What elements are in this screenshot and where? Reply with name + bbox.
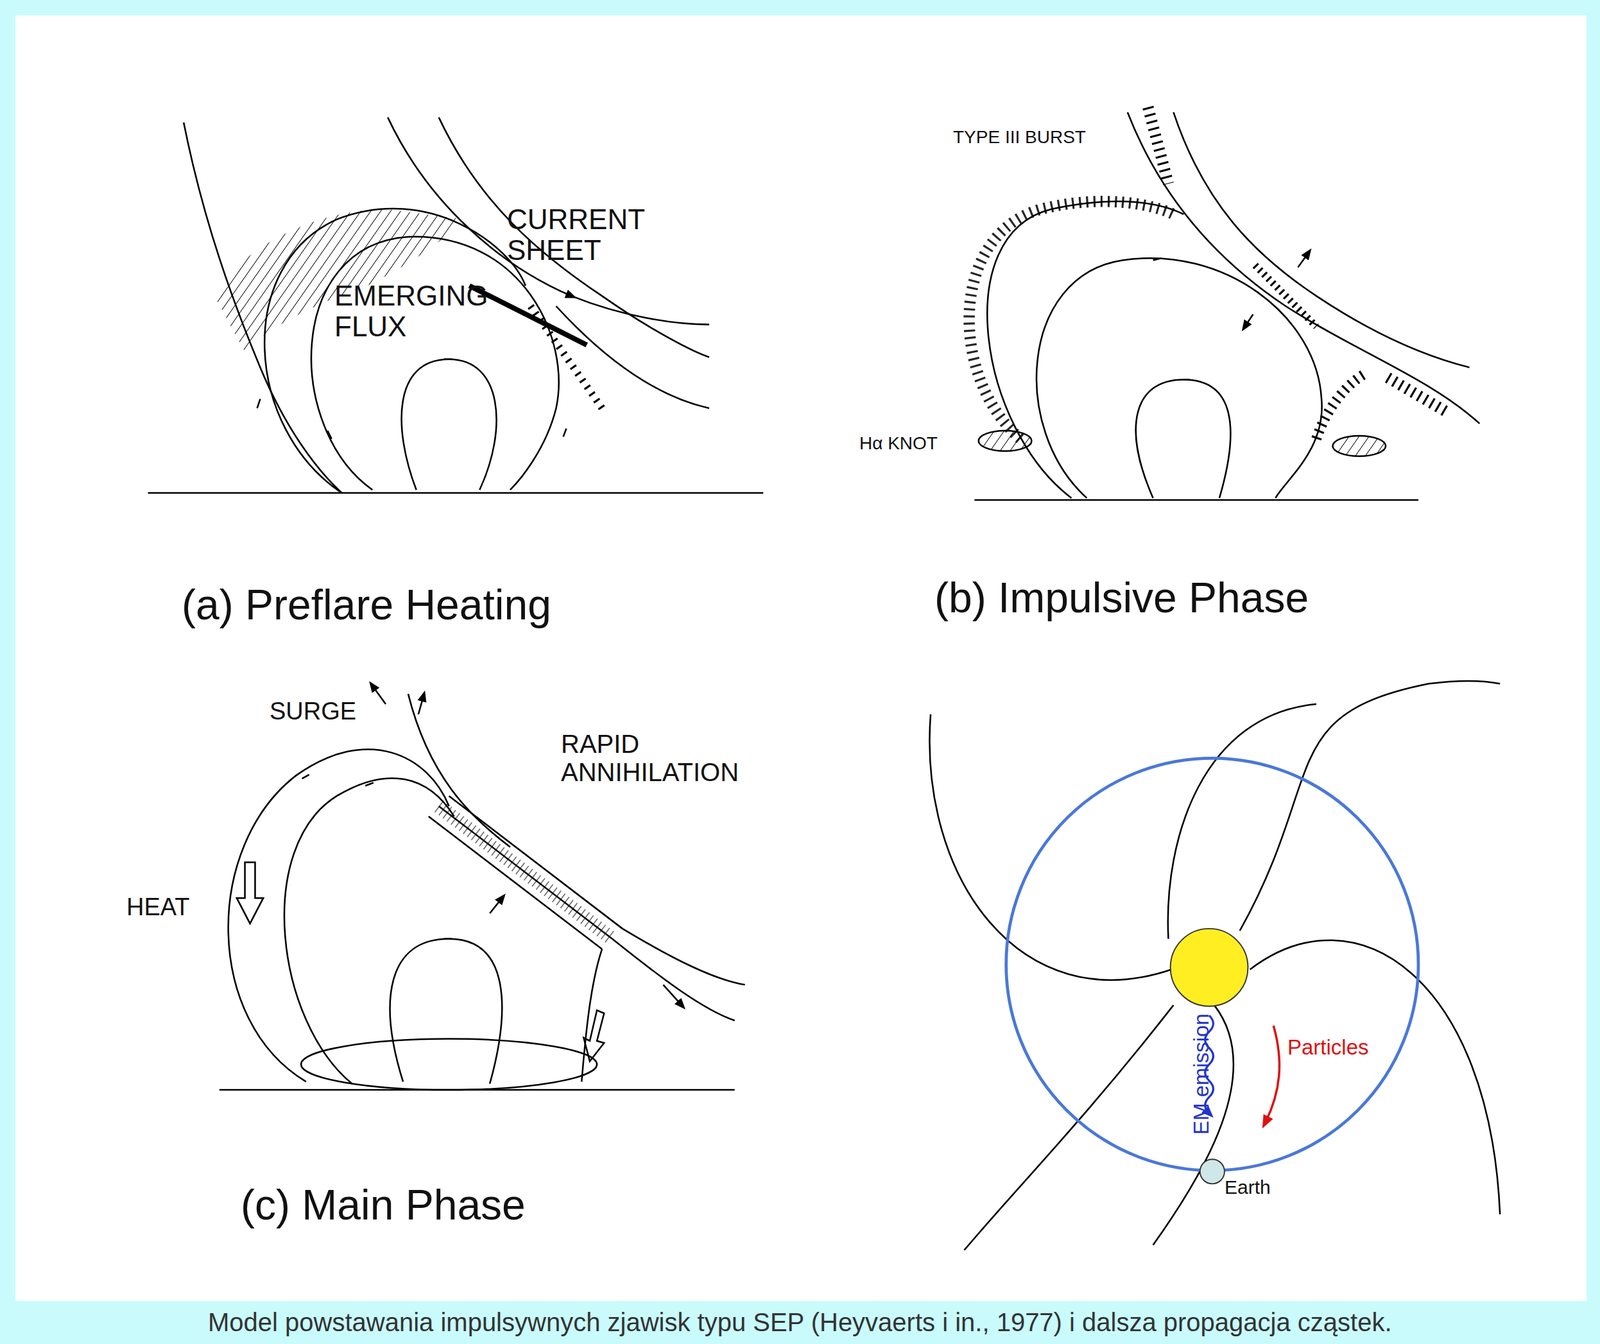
process-label: HEAT (126, 894, 190, 921)
event-label: Hα KNOT (859, 433, 938, 454)
panel-title: (b) Impulsive Phase (934, 574, 1309, 622)
emission-label: EM emission (1189, 1013, 1213, 1135)
figure-caption: Model powstawania impulsywnych zjawisk t… (207, 1307, 1393, 1337)
event-label: TYPE III BURST (953, 127, 1086, 148)
region-label: EMERGING FLUX (334, 280, 508, 343)
region-label: RAPID ANNIHILATION (560, 729, 807, 787)
panel-title: (a) Preflare Heating (181, 581, 552, 629)
region-label: CURRENT SHEET (507, 204, 691, 267)
particles-label: Particles (1287, 1035, 1369, 1059)
planet-label: Earth (1224, 1176, 1271, 1198)
panel-title: (c) Main Phase (240, 1181, 526, 1229)
event-label: SURGE (269, 698, 357, 726)
white-panel (15, 15, 1587, 1301)
